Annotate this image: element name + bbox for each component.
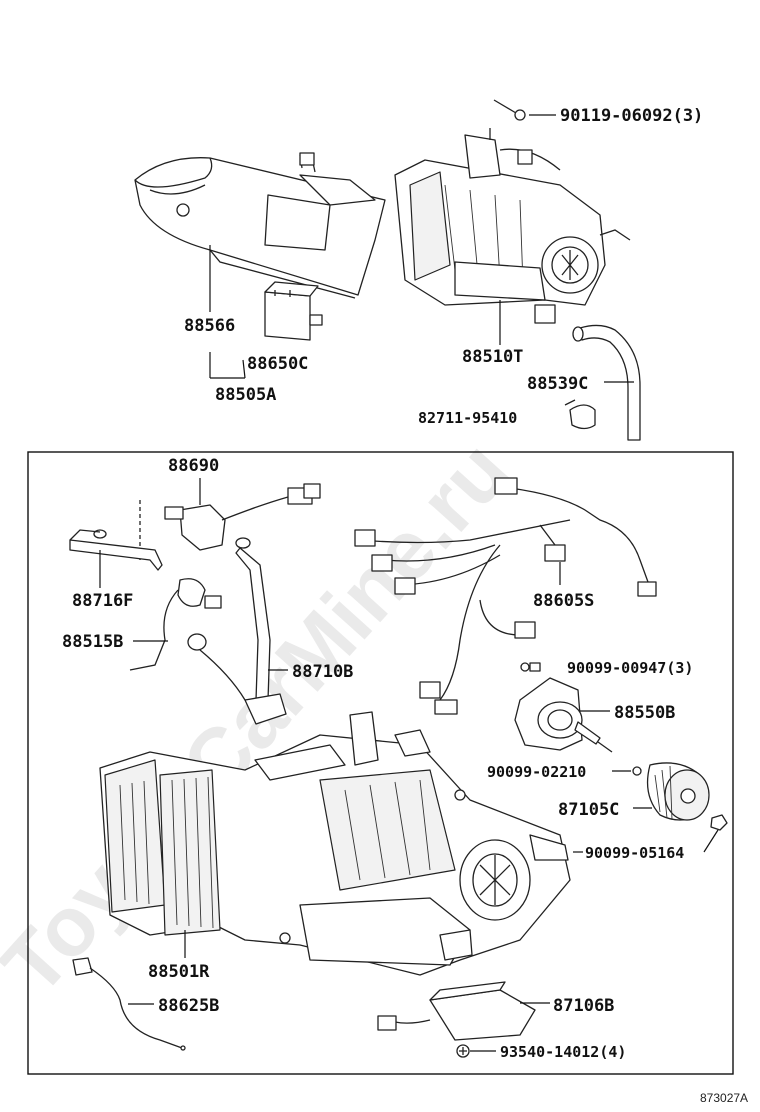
label-washer-90099-02210: 90099-02210	[487, 763, 586, 781]
blower-fan-87105C-icon	[646, 762, 710, 821]
screw-90099-00947-icon	[520, 662, 541, 672]
blower-resistor-87106B-icon	[377, 981, 536, 1041]
hose-88710B-icon	[187, 537, 287, 725]
label-unit-88510T: 88510T	[462, 347, 523, 367]
wire-harness-88605S-icon	[354, 477, 657, 715]
label-resistor-87106B: 87106B	[553, 996, 614, 1016]
label-motor-88550B: 88550B	[614, 703, 675, 723]
label-assy-88505A: 88505A	[215, 385, 276, 405]
label-blower-87105C: 87105C	[558, 800, 619, 820]
label-harness-88605S: 88605S	[533, 591, 594, 611]
label-hose-88710B: 88710B	[292, 662, 353, 682]
tube-88716F-icon	[69, 529, 163, 571]
label-sensor-88515B: 88515B	[62, 632, 123, 652]
label-unit-88501R: 88501R	[148, 962, 210, 982]
label-nut-90099-05164: 90099-05164	[585, 844, 684, 862]
label-relay-88650C: 88650C	[247, 354, 308, 374]
heater-unit-88510T-icon	[394, 128, 631, 324]
air-duct-88566-icon	[134, 152, 386, 299]
screw-93540-14012-icon	[456, 1044, 470, 1058]
clamp-82711-icon	[564, 399, 596, 430]
nut-90099-05164-icon	[710, 814, 728, 831]
label-bolt-90119: 90119-06092(3)	[560, 106, 703, 126]
label-sensor-88690: 88690	[168, 456, 219, 476]
label-tube-88716F: 88716F	[72, 591, 133, 611]
label-screw-93540-14012: 93540-14012(4)	[500, 1043, 626, 1061]
label-clamp-82711: 82711-95410	[418, 409, 517, 427]
bolt-90119-icon	[493, 99, 556, 121]
sensor-88515B-icon	[129, 578, 222, 671]
label-screw-90099-00947: 90099-00947(3)	[567, 659, 693, 677]
relay-88650C-icon	[264, 281, 323, 341]
heater-unit-88501R-icon	[99, 711, 571, 976]
servo-motor-88550B-icon	[514, 677, 613, 753]
label-duct-88566: 88566	[184, 316, 235, 336]
illustration-id: 873027A	[700, 1091, 748, 1105]
label-harness-88625B: 88625B	[158, 996, 219, 1016]
assembly-frame	[27, 451, 734, 1075]
label-hose-88539C: 88539C	[527, 374, 588, 394]
washer-90099-02210-icon	[632, 766, 642, 776]
sensor-88690-icon	[139, 483, 321, 560]
hose-88539C-icon	[572, 324, 641, 441]
wire-harness-88625B-icon	[72, 957, 186, 1051]
